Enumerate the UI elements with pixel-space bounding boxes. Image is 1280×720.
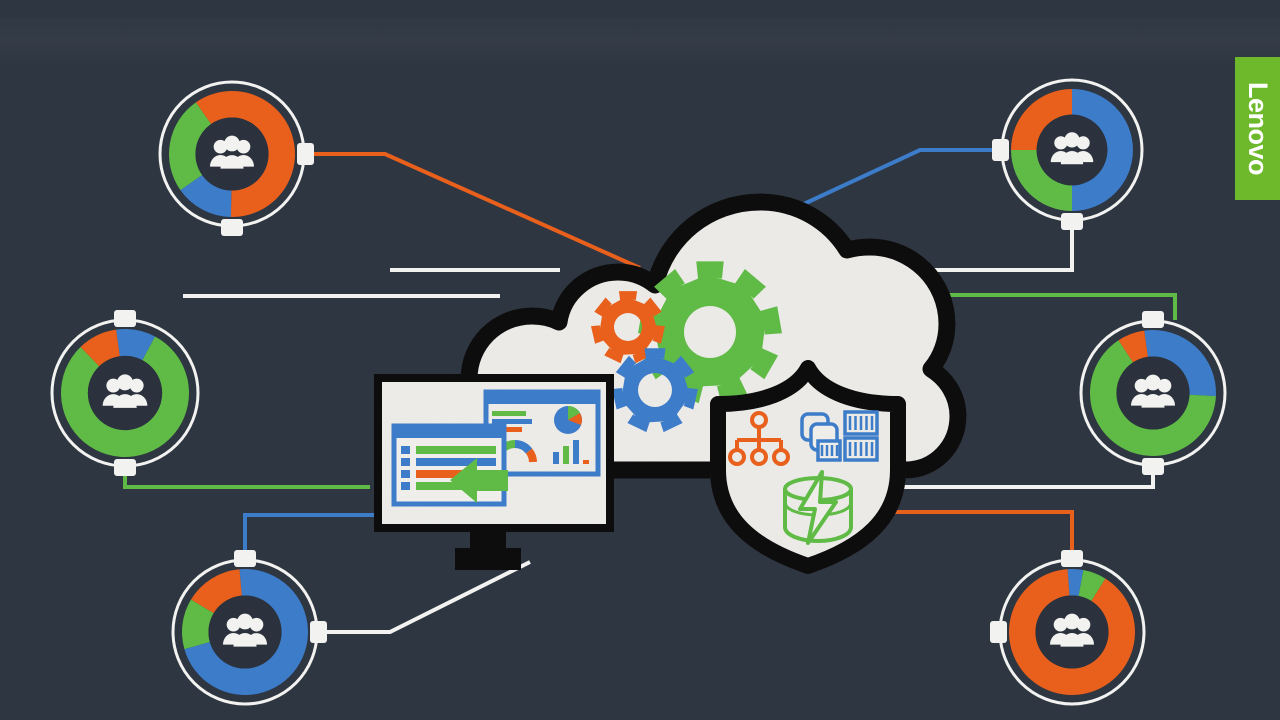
gear-medium-blue (612, 348, 698, 433)
shield-group (710, 360, 906, 574)
donut-segment-orange (1009, 569, 1136, 695)
network-hierarchy-icon (728, 411, 790, 466)
donut-segment-blue (116, 328, 156, 361)
brand-label: Lenovo (1243, 81, 1274, 176)
user-group-node[interactable] (1079, 311, 1227, 475)
database-bolt-icon (783, 470, 853, 545)
donut-segment-green (60, 336, 189, 458)
node-hub (1036, 114, 1108, 186)
donut-segment-green (182, 599, 214, 650)
connector-top-right-to-cloud (764, 148, 1000, 224)
user-group-node[interactable] (158, 80, 314, 236)
donut-segment-orange (1118, 330, 1148, 363)
users-icon (223, 613, 267, 647)
users-icon (1131, 374, 1175, 408)
donut-segment-green (1078, 570, 1106, 602)
user-group-node[interactable] (990, 550, 1146, 706)
donut-segment-orange (80, 329, 120, 367)
node-outer-ring (171, 558, 319, 706)
donut-segment-green (169, 102, 212, 191)
green-arrow-left-icon (450, 458, 508, 503)
user-group-node[interactable] (171, 550, 327, 706)
node-hub (208, 595, 282, 669)
node-outer-ring (998, 558, 1146, 706)
donut-segment-orange (195, 91, 295, 218)
connector-top-left-to-cloud (305, 152, 641, 270)
monitor-base (455, 548, 521, 570)
connector-green-mid-left (123, 466, 370, 489)
users-icon (210, 135, 254, 169)
donut-segment-blue (1144, 330, 1216, 397)
nodes-layer (50, 78, 1227, 706)
node-hub (1116, 356, 1190, 430)
connector-orange-bottom-right (878, 510, 1074, 560)
connector-green-right (905, 293, 1177, 320)
monitor (374, 374, 614, 570)
node-outer-ring (1000, 78, 1144, 222)
node-hub (87, 355, 163, 431)
connector-white-monitor-to-node (318, 560, 531, 634)
user-group-node[interactable] (992, 78, 1144, 230)
donut-segment-orange (1011, 89, 1072, 150)
node-outer-ring (158, 80, 306, 228)
connector-white-upper-right (900, 222, 1074, 272)
gear-small-orange (591, 291, 665, 364)
node-hub (1035, 595, 1109, 669)
monitor-group (374, 374, 614, 570)
lenovo-brand-banner: Lenovo (1235, 57, 1280, 200)
front-dashboard-window (391, 423, 508, 507)
donut-segment-blue (1072, 89, 1133, 211)
donut-segment-orange (190, 569, 242, 614)
users-icon (1050, 613, 1094, 647)
node-hub (195, 117, 269, 191)
node-outer-ring (50, 318, 200, 468)
donut-segment-green (1011, 150, 1072, 211)
donut-segment-blue (184, 569, 308, 696)
donut-segment-blue (1067, 569, 1084, 597)
donut-segment-green (1090, 340, 1216, 457)
user-group-node[interactable] (50, 310, 200, 476)
connector-blue-bottom-left (243, 513, 375, 560)
donut-segment-blue (180, 174, 232, 217)
users-icon (1050, 132, 1094, 165)
server-rack-icon (800, 410, 879, 462)
users-icon (102, 374, 148, 408)
node-outer-ring (1079, 319, 1227, 467)
